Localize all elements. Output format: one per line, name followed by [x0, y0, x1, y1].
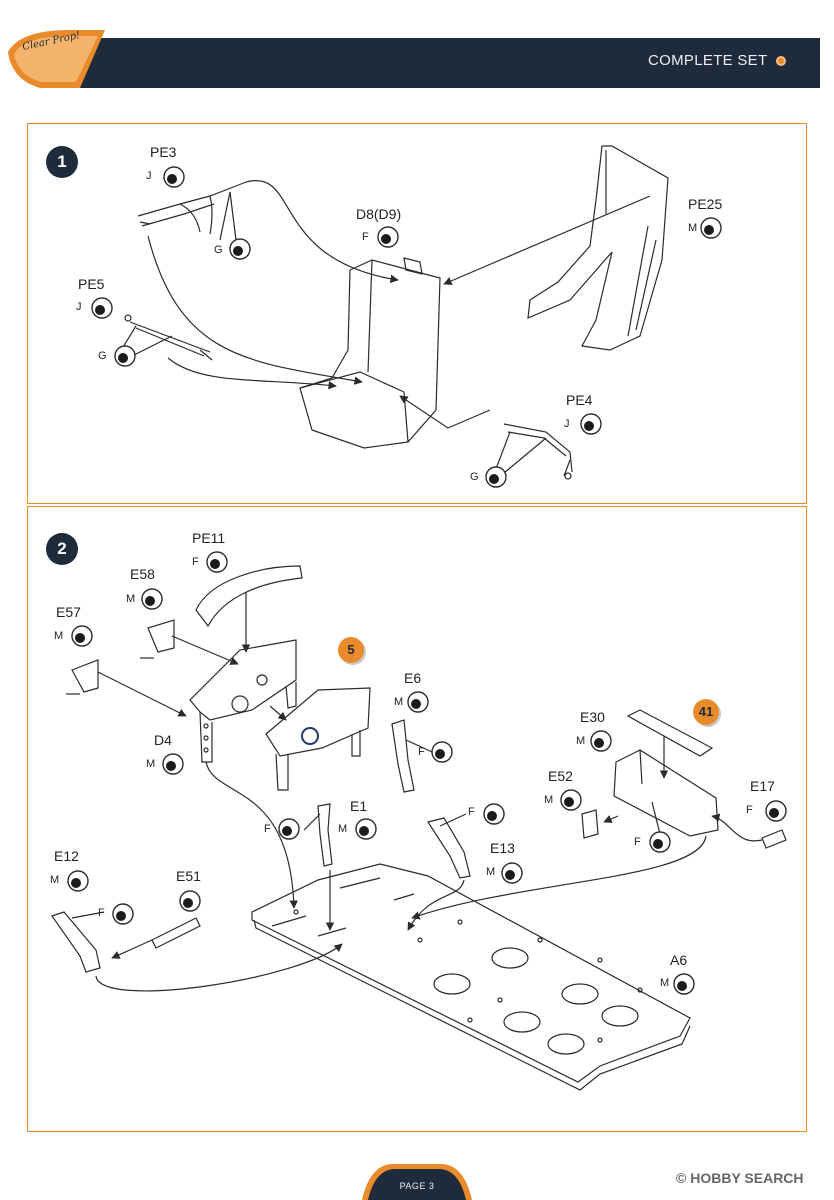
paint-code: M — [54, 630, 64, 642]
watermark-text: HOBBY SEARCH — [690, 1170, 804, 1186]
bracket-e57 — [66, 659, 99, 695]
page-tab — [362, 1164, 472, 1200]
part-label-d4: D4 — [154, 732, 172, 748]
paint-code: F — [746, 804, 753, 816]
part-label-pe25: PE25 — [688, 196, 723, 212]
part-label-e58: E58 — [130, 566, 155, 582]
part-label-e12: E12 — [54, 848, 79, 864]
stick-e1 — [317, 803, 333, 867]
step-1-badge: 1 — [46, 146, 78, 178]
paint-code: F — [634, 836, 641, 848]
paint-code: M — [660, 977, 670, 989]
part-label-e1: E1 — [350, 798, 368, 814]
part-e17 — [761, 829, 787, 849]
paint-code: J — [76, 301, 82, 313]
part-label-d8: D8(D9) — [356, 206, 402, 222]
page-number: PAGE 3 — [399, 1181, 435, 1191]
copyright-icon: © — [676, 1170, 687, 1186]
part-label-pe11: PE11 — [192, 530, 226, 546]
paint-code: M — [576, 735, 586, 747]
stick-e6 — [391, 719, 415, 793]
paint-code: M — [544, 794, 554, 806]
part-label-e6: E6 — [404, 670, 422, 686]
pedal-e12 — [51, 911, 101, 973]
decal-41 — [626, 709, 714, 757]
glareshield-pe11 — [195, 565, 303, 628]
watermark: © HOBBY SEARCH — [676, 1170, 804, 1186]
paint-code: F — [362, 231, 369, 243]
paint-code: M — [486, 866, 496, 878]
harness-pe3 — [137, 181, 247, 235]
console-e30 — [613, 749, 719, 837]
paint-code: M — [394, 696, 404, 708]
header-banner — [8, 30, 820, 88]
paint-code: G — [470, 471, 479, 483]
rod-e51 — [151, 917, 201, 949]
paint-code: G — [214, 244, 223, 256]
header-title: COMPLETE SET — [648, 52, 768, 69]
part-label-pe4: PE4 — [566, 392, 593, 408]
reference-badge: 41 — [693, 699, 719, 725]
step-2-badge: 2 — [46, 533, 78, 565]
paint-code: F — [468, 806, 475, 818]
step2-arrows — [71, 592, 763, 992]
part-label-e13: E13 — [490, 840, 515, 856]
step-2-panel — [27, 506, 807, 1132]
paint-code: M — [338, 823, 348, 835]
part-label-e52: E52 — [548, 768, 573, 784]
paint-code: F — [192, 556, 199, 568]
paint-code: J — [564, 418, 570, 430]
floor-plate-a6 — [251, 863, 691, 1091]
bracket-e58 — [140, 619, 175, 659]
part-label-pe5: PE5 — [78, 276, 105, 292]
header-bullet-icon — [776, 56, 786, 66]
part-label-e51: E51 — [176, 868, 201, 884]
paint-code: F — [418, 746, 425, 758]
headrest-panel-pe25 — [527, 145, 669, 351]
part-label-pe3: PE3 — [150, 144, 177, 160]
reference-badge: 5 — [338, 637, 364, 663]
part-label-a6: A6 — [670, 952, 688, 968]
page-header: Clear Prop! COMPLETE SET — [0, 0, 834, 100]
step1-arrows — [119, 179, 651, 479]
part-label-e17: E17 — [750, 778, 775, 794]
paint-code: J — [146, 170, 152, 182]
paint-code: G — [98, 350, 107, 362]
paint-code: M — [146, 758, 156, 770]
part-label-e30: E30 — [580, 709, 605, 725]
block-e52 — [581, 809, 599, 839]
part-label-e57: E57 — [56, 604, 81, 620]
step-1-panel — [27, 123, 807, 504]
paint-code: M — [50, 874, 60, 886]
paint-code: F — [264, 823, 271, 835]
harness-pe4 — [503, 423, 573, 480]
paint-code: M — [688, 222, 698, 234]
paint-code: M — [126, 593, 136, 605]
instrument-panel-decal — [265, 687, 371, 791]
lever-e13 — [427, 817, 471, 879]
paint-code: F — [98, 907, 105, 919]
